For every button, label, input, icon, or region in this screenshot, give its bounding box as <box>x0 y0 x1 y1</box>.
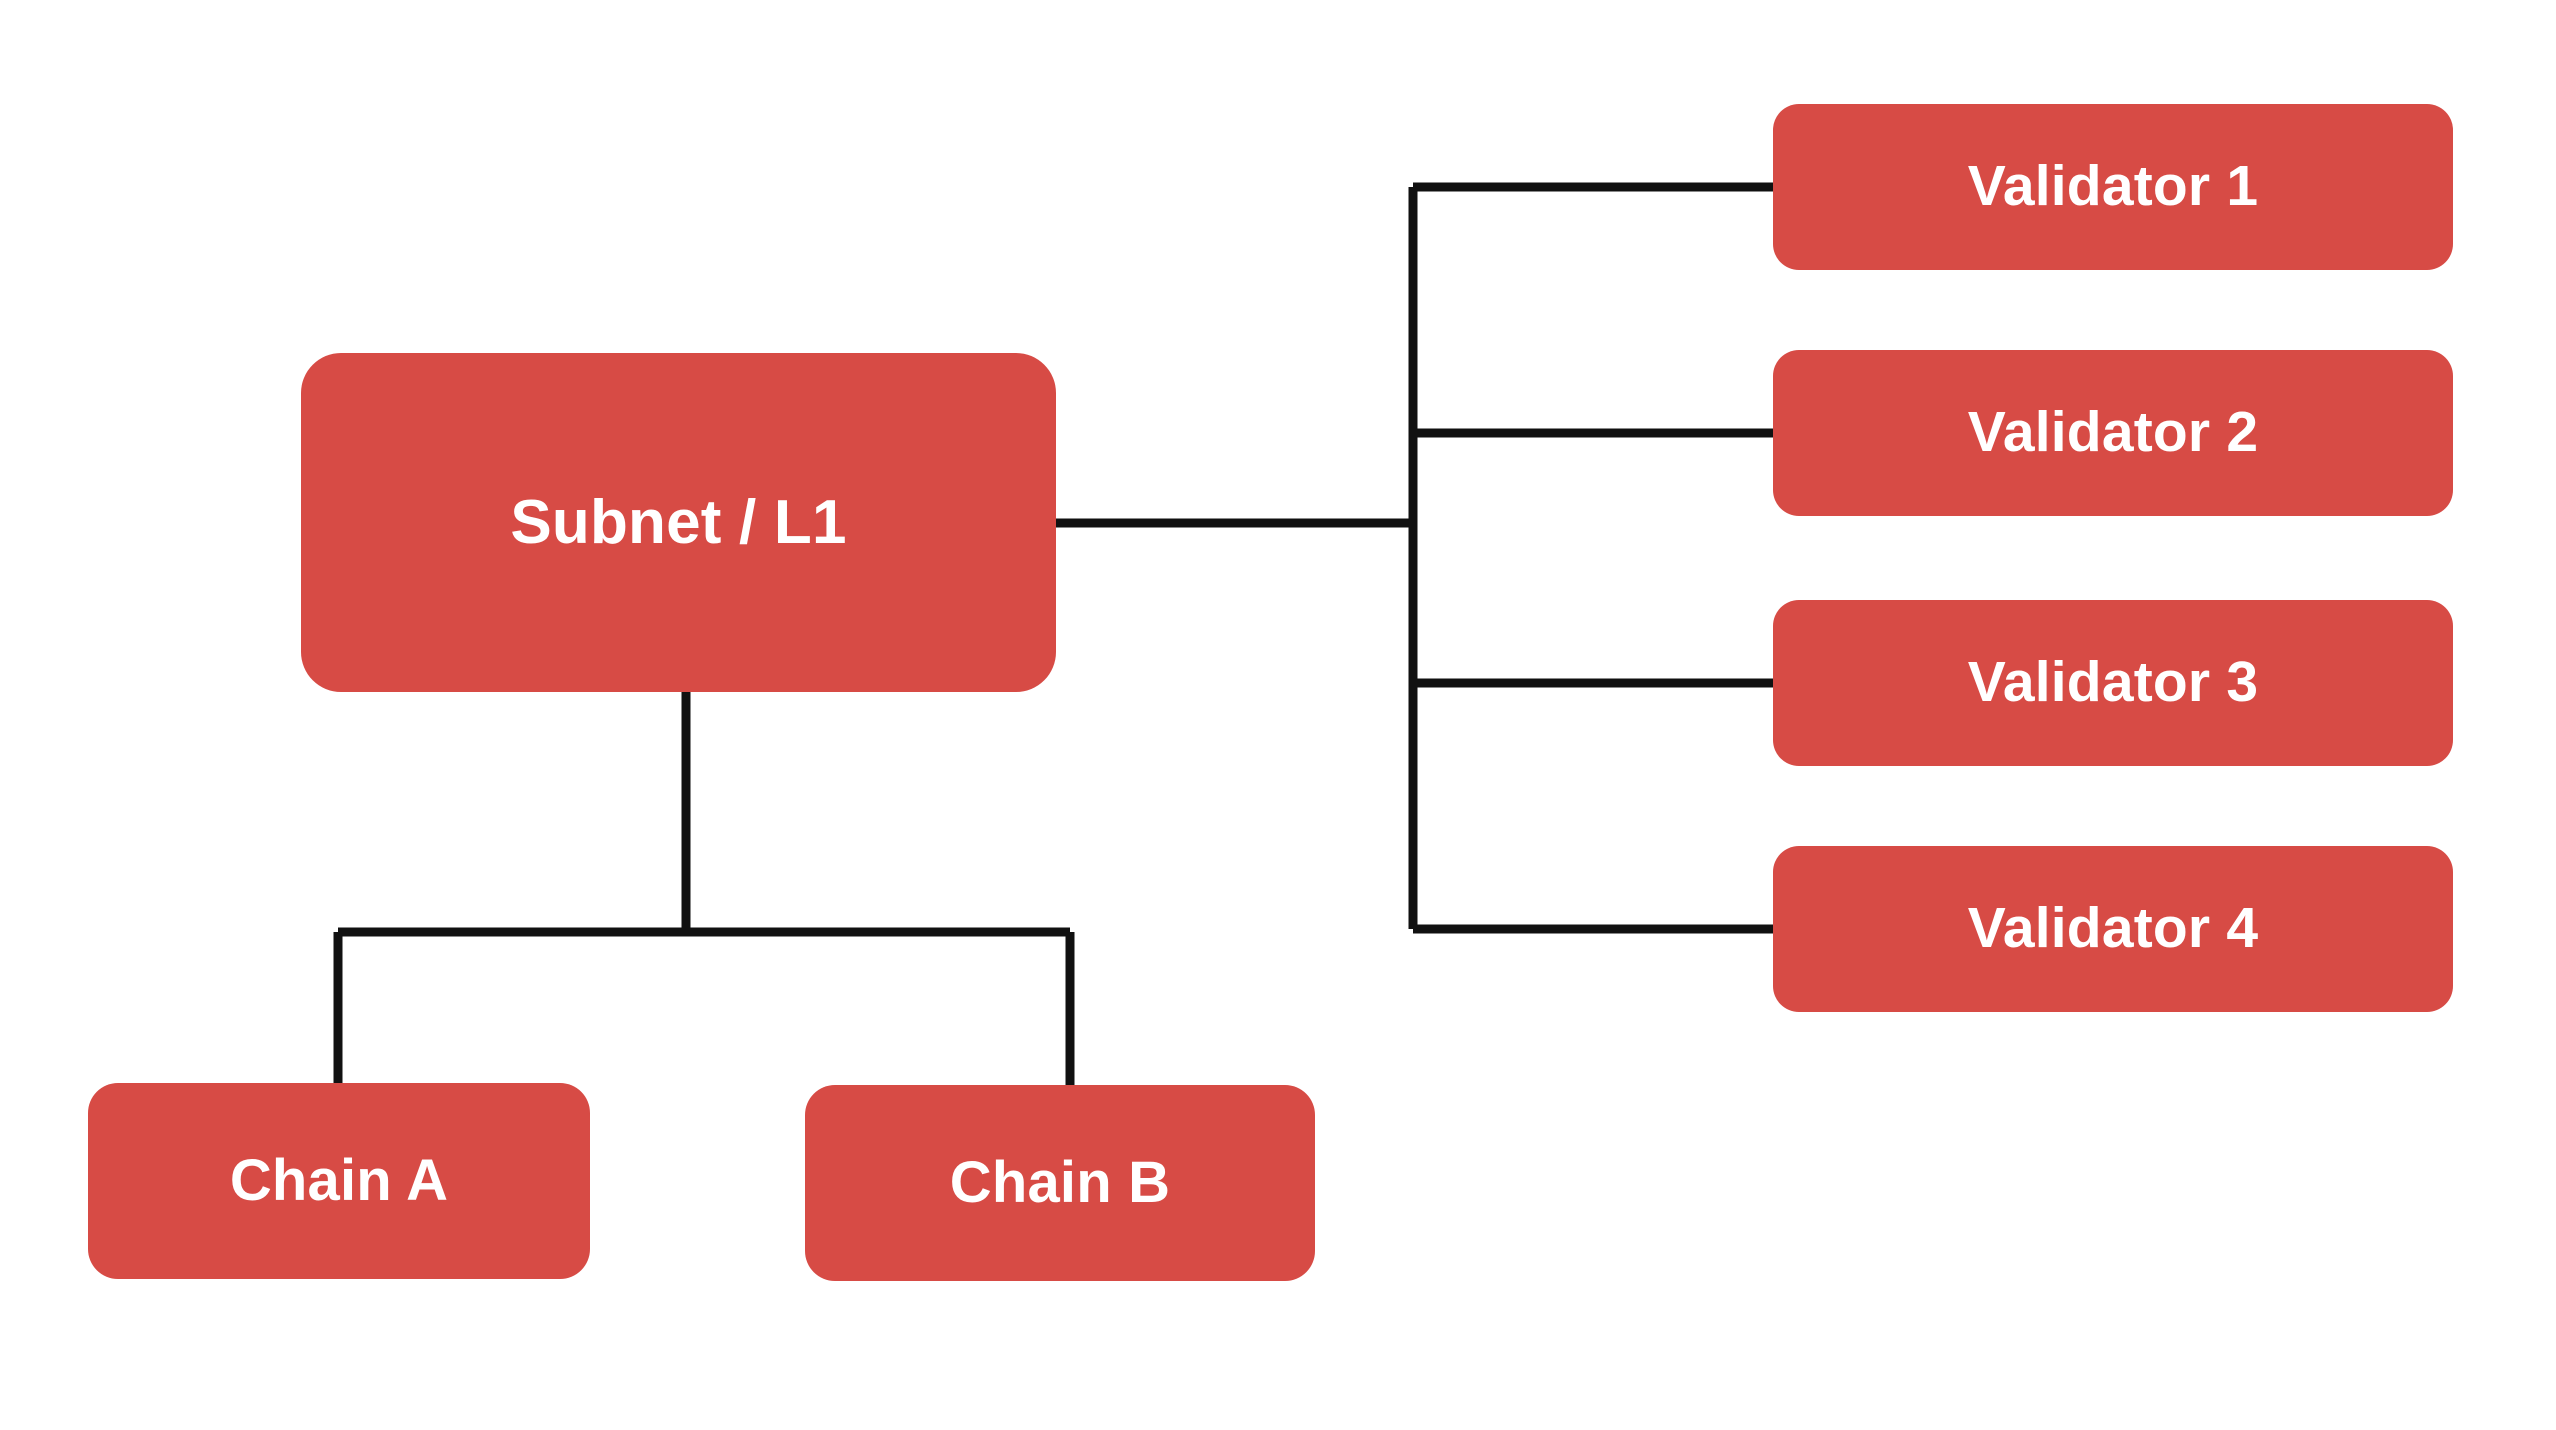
node-validator-2-label: Validator 2 <box>1967 400 2259 465</box>
node-validator-1-label: Validator 1 <box>1967 154 2259 219</box>
node-validator-3[interactable]: Validator 3 <box>1773 600 2453 766</box>
node-subnet-l1-label: Subnet / L1 <box>510 487 847 557</box>
node-chain-b[interactable]: Chain B <box>805 1085 1315 1281</box>
node-chain-b-label: Chain B <box>949 1149 1171 1215</box>
node-validator-1[interactable]: Validator 1 <box>1773 104 2453 270</box>
node-validator-3-label: Validator 3 <box>1967 650 2259 715</box>
node-validator-4[interactable]: Validator 4 <box>1773 846 2453 1012</box>
node-validator-2[interactable]: Validator 2 <box>1773 350 2453 516</box>
node-chain-a[interactable]: Chain A <box>88 1083 590 1279</box>
node-chain-a-label: Chain A <box>229 1147 449 1213</box>
node-subnet-l1[interactable]: Subnet / L1 <box>301 353 1056 692</box>
node-validator-4-label: Validator 4 <box>1967 896 2259 961</box>
